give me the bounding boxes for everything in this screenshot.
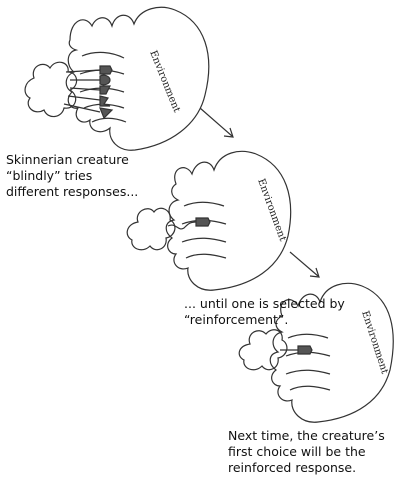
response-tip-1c xyxy=(99,85,111,95)
reaching-tentacle-2 xyxy=(167,221,197,230)
tentacle-1d xyxy=(67,95,101,101)
environment-panel-1 xyxy=(65,6,210,151)
reinforced-response-tip-3 xyxy=(297,345,313,355)
caption-selected-by-reinforcement: ... until one is selected by “reinforcem… xyxy=(184,296,345,328)
caption-3-line-3: reinforced response. xyxy=(228,460,357,475)
creature-2 xyxy=(126,207,211,251)
environment-slot-3c xyxy=(285,369,331,375)
environment-outline-3 xyxy=(269,282,394,423)
environment-panel-2 xyxy=(165,150,292,291)
creature-3 xyxy=(238,329,313,371)
creature-1 xyxy=(24,61,114,120)
caption-first-choice: Next time, the creature’s first choice w… xyxy=(228,428,385,476)
response-tip-1a xyxy=(99,65,113,75)
caption-3-line-1: Next time, the creature’s xyxy=(228,428,385,443)
tentacle-1e xyxy=(63,103,101,113)
tentacle-1c xyxy=(69,87,101,91)
caption-1-line-1: Skinnerian creature xyxy=(6,152,129,167)
environment-slot-3d xyxy=(289,385,331,391)
arrow-2 xyxy=(289,251,320,278)
caption-2-line-1: ... until one is selected by xyxy=(184,296,345,311)
creature-body-3 xyxy=(238,329,288,371)
environment-label-3: Environment xyxy=(359,310,390,376)
response-tip-1d xyxy=(99,95,111,107)
environment-slot-2c xyxy=(181,237,227,243)
selected-response-tip-2 xyxy=(195,217,211,227)
caption-1-line-2: “blindly” tries xyxy=(6,168,93,183)
tentacle-1a xyxy=(65,69,101,73)
caption-blindly-tries: Skinnerian creature “blindly” tries diff… xyxy=(6,152,138,200)
response-tip-1b xyxy=(99,74,111,86)
environment-slot-2a xyxy=(183,201,225,207)
environment-outline-2 xyxy=(165,150,292,291)
arrow-1 xyxy=(199,107,234,138)
caption-2-line-2: “reinforcement”. xyxy=(184,312,289,327)
environment-panel-3 xyxy=(269,282,394,423)
environment-slot-1e xyxy=(91,117,127,123)
creature-body-1 xyxy=(24,61,78,118)
caption-1-line-3: different responses... xyxy=(6,184,139,199)
environment-outline-1 xyxy=(65,6,210,151)
environment-slot-3a xyxy=(287,333,329,339)
response-tip-1e xyxy=(99,107,114,120)
environment-slot-1a xyxy=(81,51,125,59)
environment-label-2: Environment xyxy=(255,177,288,243)
creature-body-2 xyxy=(126,207,176,251)
environment-slot-2d xyxy=(185,253,227,259)
caption-3-line-2: first choice will be the xyxy=(228,444,366,459)
environment-label-1: Environment xyxy=(147,49,182,114)
